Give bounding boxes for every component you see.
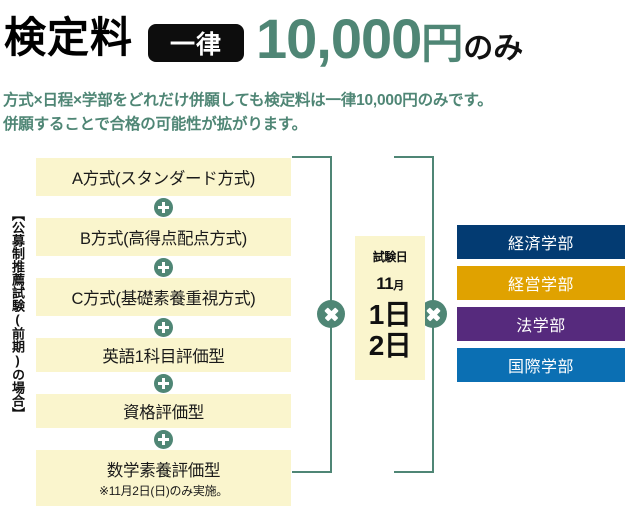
description-line-2: 併願することで合格の可能性が拡がります。 [3,116,307,133]
method-footnote: ※11月2日(日)のみ実施。 [99,484,228,498]
faculty-list: 経済学部 経営学部 法学部 国際学部 [457,225,625,389]
plus-separator [36,428,291,450]
method-label: A方式(スタンダード方式) [71,170,256,188]
exam-type-caption: 【公募制推薦試験(前期)の場合】 [10,208,25,420]
exam-date-label: 試験日 [372,250,408,264]
method-label: B方式(高得点配点方式) [80,230,247,248]
multiply-icon [317,300,345,328]
price-currency-yen: 円 [421,20,464,67]
plus-icon [154,257,173,277]
plus-separator [36,372,291,394]
flat-rate-badge: 一律 [148,24,244,62]
list-item[interactable]: A方式(スタンダード方式) [36,158,291,196]
method-label: 資格評価型 [122,404,204,422]
method-list: A方式(スタンダード方式) B方式(高得点配点方式) C方式(基礎素養重視方式)… [36,158,291,506]
price-amount: 10,000 [256,7,422,70]
price-suffix-only: のみ [463,32,524,65]
list-item[interactable]: C方式(基礎素養重視方式) [36,278,291,316]
faculty-management[interactable]: 経営学部 [457,266,625,300]
exam-month-suffix: 月 [393,280,404,292]
plus-icon [154,373,173,393]
page-title: 検定料 [4,14,134,61]
plus-separator [36,196,291,218]
faculty-label: 国際学部 [507,359,574,376]
plus-separator [36,256,291,278]
faculty-international[interactable]: 国際学部 [457,348,625,382]
list-item[interactable]: 資格評価型 [36,394,291,428]
faculty-label: 経済学部 [507,236,574,253]
exam-month-value: 11 [376,274,394,293]
exam-date-card: 試験日 11月 1日 2日 [355,236,425,380]
list-item[interactable]: 数学素養評価型 ※11月2日(日)のみ実施。 [36,450,291,506]
exam-month: 11月 [376,274,404,294]
plus-icon [154,429,173,449]
plus-icon [154,197,173,217]
application-combination-diagram: 【公募制推薦試験(前期)の場合】 A方式(スタンダード方式) B方式(高得点配点… [0,150,635,506]
method-label: 英語1科目評価型 [102,348,225,366]
faculty-label: 法学部 [516,318,566,335]
exam-day-1: 1日 [368,299,412,330]
description-line-1: 方式×日程×学部をどれだけ併願しても検定料は一律10,000円のみです。 [3,92,493,109]
faculty-law[interactable]: 法学部 [457,307,625,341]
plus-separator [36,316,291,338]
plus-icon [154,317,173,337]
list-item[interactable]: B方式(高得点配点方式) [36,218,291,256]
faculty-economics[interactable]: 経済学部 [457,225,625,259]
method-label: 数学素養評価型 [106,462,221,480]
price-headline: 10,000 円 のみ [256,10,523,78]
header-banner: 検定料 一律 10,000 円 のみ 方式×日程×学部をどれだけ併願しても検定料… [0,0,635,150]
method-label: C方式(基礎素養重視方式) [71,290,256,308]
list-item[interactable]: 英語1科目評価型 [36,338,291,372]
exam-day-2: 2日 [368,330,412,361]
faculty-label: 経営学部 [507,277,574,294]
